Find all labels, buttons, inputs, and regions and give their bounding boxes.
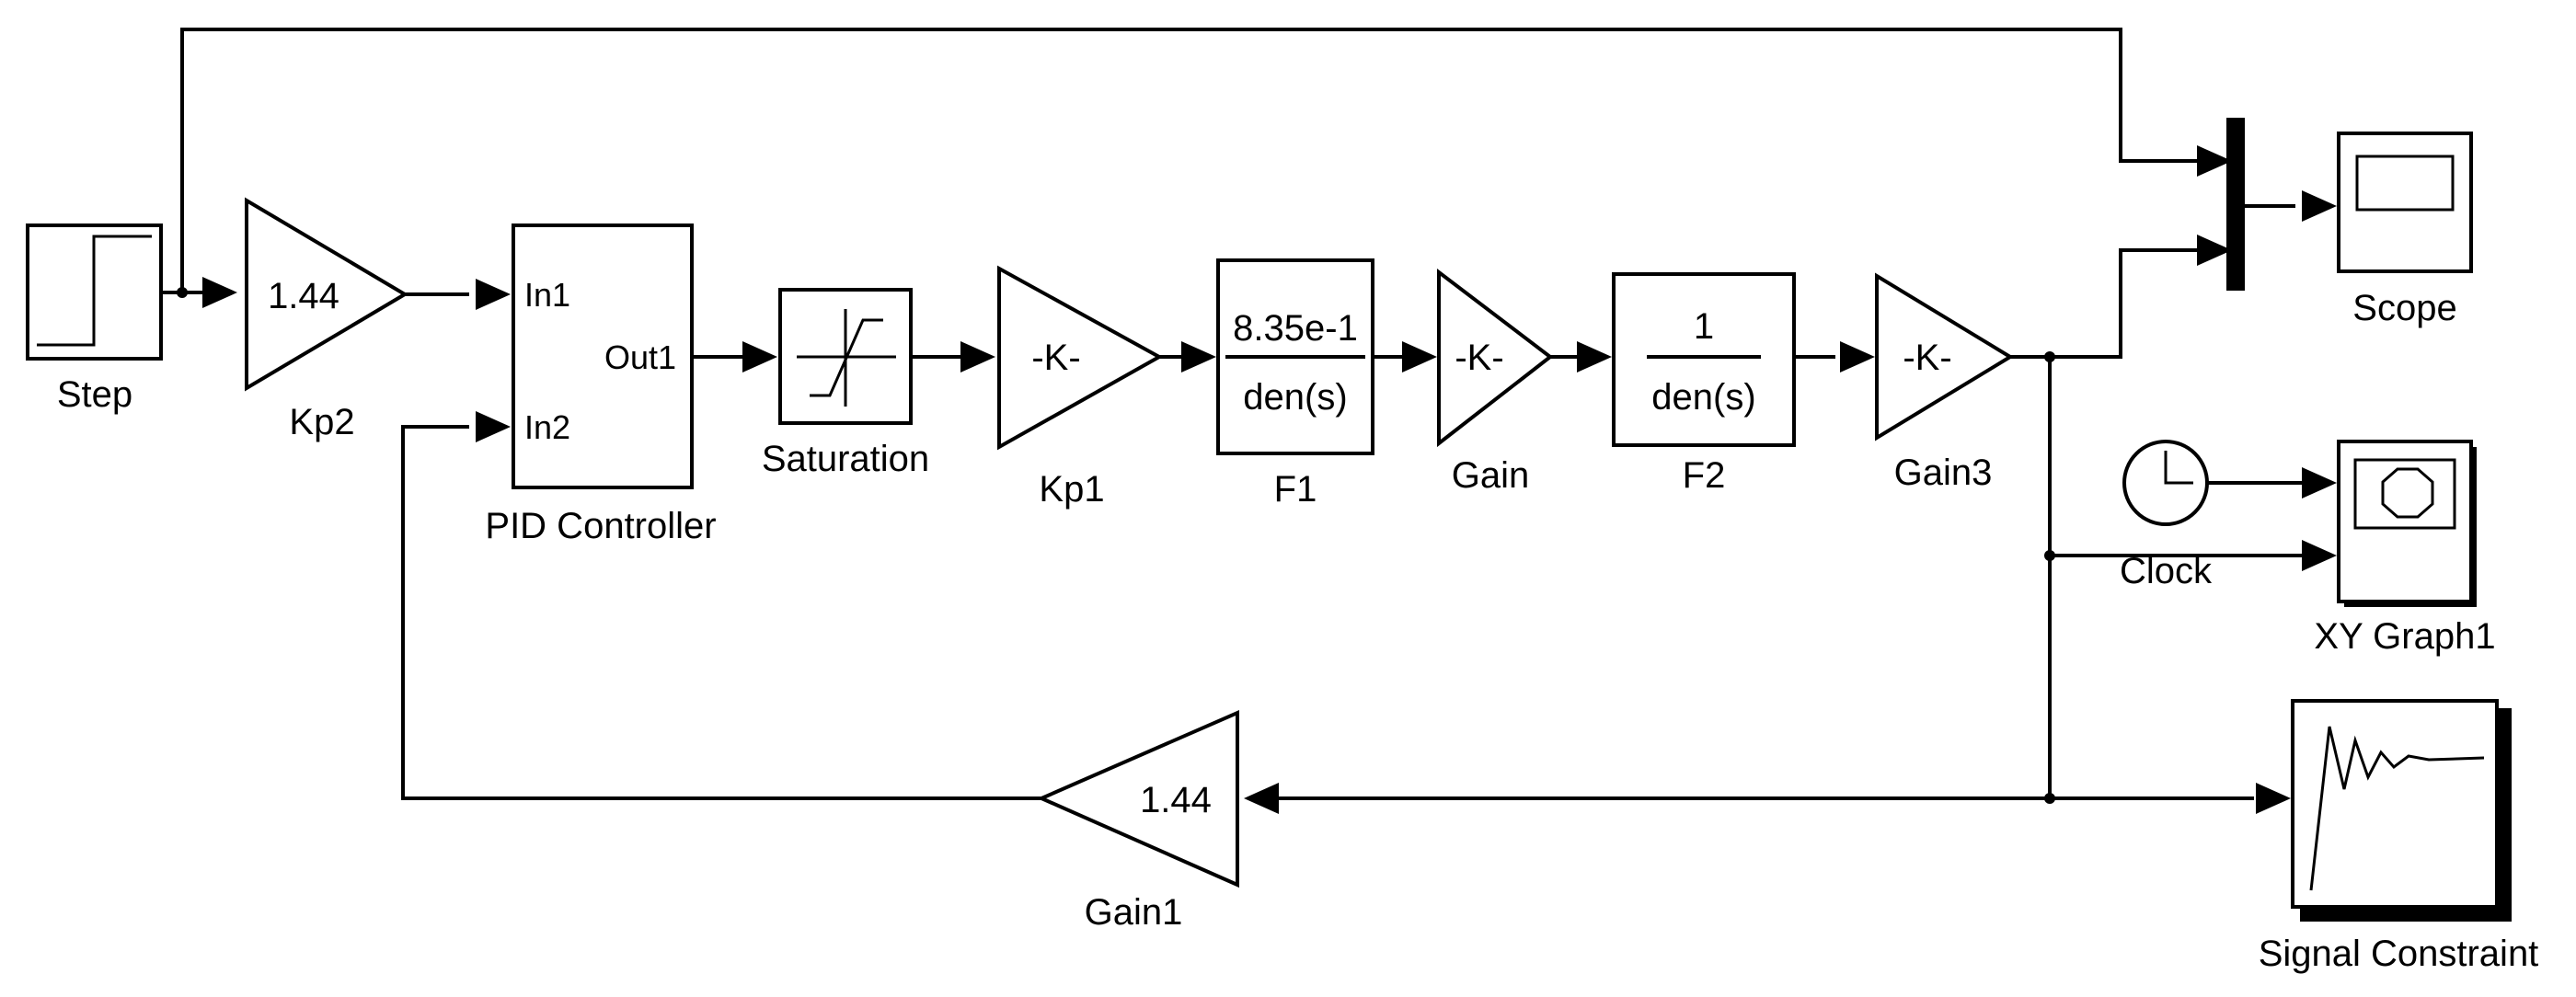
arrowhead-gain-in — [1402, 341, 1437, 372]
kp2-gain-block[interactable]: 1.44 Kp2 — [245, 197, 408, 442]
arrowhead-kp1-in — [960, 341, 995, 372]
kp2-label: Kp2 — [289, 402, 354, 442]
f1-numerator: 8.35e-1 — [1233, 308, 1358, 349]
kp1-gain-value: -K- — [1031, 338, 1080, 378]
scope-label: Scope — [2352, 288, 2456, 328]
arrowhead-pid-in2 — [476, 411, 511, 442]
kp2-gain-value: 1.44 — [268, 276, 339, 316]
clock-label: Clock — [2120, 551, 2213, 591]
branch-points — [177, 287, 2055, 804]
arrowhead-f2-in — [1577, 341, 1612, 372]
xy-graph-block[interactable]: XY Graph1 — [2314, 440, 2496, 657]
arrowhead-pid-in1 — [476, 279, 511, 310]
xy-graph-trace-icon — [2381, 467, 2434, 519]
arrowhead-kp2-in — [202, 277, 237, 308]
kp1-gain-triangle — [997, 265, 1164, 451]
pid-controller-body — [512, 223, 694, 489]
f1-denominator: den(s) — [1243, 377, 1347, 418]
mux-block[interactable] — [2226, 118, 2245, 291]
signal-constraint-block[interactable]: Signal Constraint — [2259, 699, 2539, 974]
f1-label: F1 — [1274, 469, 1317, 510]
gain-value: -K- — [1455, 338, 1503, 378]
wire-gain3-to-mux — [2010, 248, 2203, 359]
branch-point-feedback — [2044, 793, 2055, 804]
step-icon — [37, 235, 152, 347]
f2-block-body — [1612, 272, 1796, 447]
f2-transfer-fcn-block[interactable]: 1 den(s) F2 — [1612, 272, 1796, 496]
gain1-label: Gain1 — [1085, 892, 1183, 933]
gain-triangle — [1437, 268, 1554, 448]
arrowheads — [202, 145, 2337, 814]
kp2-gain-triangle — [245, 197, 408, 392]
pid-port-in2: In2 — [524, 408, 570, 446]
kp1-gain-block[interactable]: -K- Kp1 — [997, 265, 1164, 510]
saturation-block[interactable]: Saturation — [762, 288, 929, 479]
signal-constraint-body — [2291, 699, 2499, 909]
step-label: Step — [57, 374, 132, 415]
scope-block-body — [2337, 132, 2473, 273]
scope-block[interactable]: Scope — [2337, 132, 2473, 328]
wire-gain1-to-pid-in2 — [401, 425, 1041, 800]
arrowhead-gain1-in — [1244, 783, 1279, 814]
pid-controller-block[interactable]: In1 In2 Out1 PID Controller — [485, 223, 717, 546]
arrowhead-mux-in2 — [2197, 235, 2232, 266]
gain1-block[interactable]: 1.44 Gain1 — [1037, 709, 1239, 933]
arrowhead-scope-in — [2302, 190, 2337, 222]
branch-point-xy — [2044, 550, 2055, 561]
f1-transfer-fcn-block[interactable]: 8.35e-1 den(s) F1 — [1216, 258, 1374, 510]
arrowhead-xy-in1 — [2302, 467, 2337, 498]
arrowhead-f1-in — [1181, 341, 1216, 372]
gain3-block[interactable]: -K- Gain3 — [1875, 272, 2014, 493]
arrowhead-mux-in1 — [2197, 145, 2232, 177]
arrowhead-xy-in2 — [2302, 540, 2337, 571]
gain1-value: 1.44 — [1140, 780, 1212, 820]
step-block[interactable]: Step — [26, 223, 163, 415]
gain3-label: Gain3 — [1894, 453, 1993, 493]
f2-numerator: 1 — [1694, 306, 1714, 347]
gain-label: Gain — [1452, 455, 1530, 496]
pid-port-out1: Out1 — [604, 338, 676, 376]
signal-lines — [161, 28, 2309, 800]
kp1-label: Kp1 — [1039, 469, 1104, 510]
f2-denominator: den(s) — [1651, 377, 1755, 418]
gain-block[interactable]: -K- Gain — [1437, 268, 1554, 496]
mux-bar — [2226, 118, 2245, 291]
wire-step-branch-to-mux — [180, 28, 2203, 292]
xy-graph-label: XY Graph1 — [2314, 616, 2495, 657]
arrowhead-signal-constraint-in — [2256, 783, 2291, 814]
pid-port-in1: In1 — [524, 276, 570, 314]
branch-point-step — [177, 287, 188, 298]
signal-constraint-label: Signal Constraint — [2259, 934, 2539, 974]
pid-controller-label: PID Controller — [485, 506, 716, 546]
response-curve-icon — [2309, 726, 2485, 891]
clock-block[interactable]: Clock — [2120, 440, 2213, 591]
xy-graph-body — [2337, 440, 2473, 603]
clock-icon — [2164, 451, 2193, 485]
saturation-label: Saturation — [762, 439, 929, 479]
scope-screen-icon — [2355, 155, 2455, 212]
branch-point-gain3 — [2044, 351, 2055, 362]
gain3-triangle — [1875, 272, 2014, 441]
gain1-triangle — [1037, 709, 1239, 888]
xy-graph-screen-icon — [2353, 458, 2456, 530]
arrowhead-gain3-in — [1840, 341, 1875, 372]
gain3-value: -K- — [1903, 338, 1951, 378]
arrowhead-saturation-in — [742, 341, 777, 372]
f2-label: F2 — [1683, 455, 1726, 496]
